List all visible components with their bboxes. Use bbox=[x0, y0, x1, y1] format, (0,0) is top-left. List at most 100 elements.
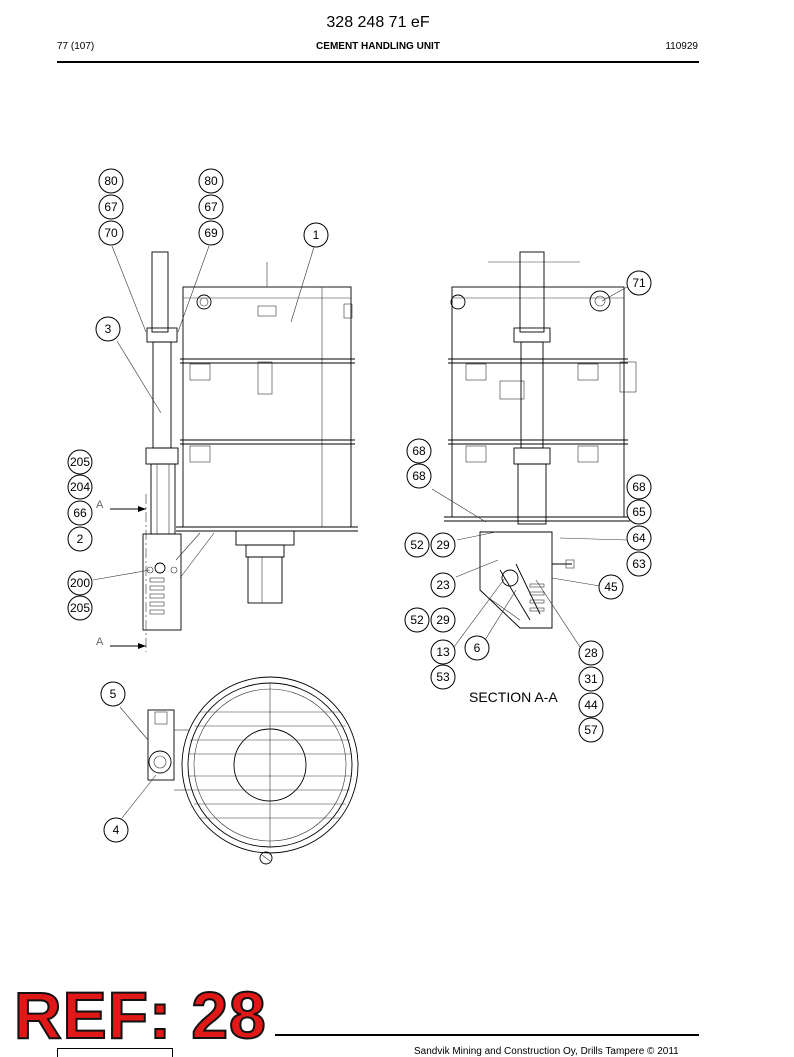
section-marker-a-top: A bbox=[96, 499, 104, 511]
callout-68: 68 bbox=[626, 474, 652, 500]
tank-body bbox=[182, 286, 352, 528]
callout-5: 5 bbox=[100, 681, 126, 707]
callout-number: 28 bbox=[584, 646, 598, 660]
callout-68: 68 bbox=[406, 463, 432, 489]
callout-29: 29 bbox=[430, 607, 456, 633]
callout-circle bbox=[626, 525, 652, 551]
callout-circle bbox=[430, 639, 456, 665]
callout-67: 67 bbox=[198, 194, 224, 220]
callout-circle bbox=[67, 570, 93, 596]
callout-circle bbox=[98, 168, 124, 194]
section-label: SECTION A-A bbox=[469, 689, 558, 705]
callout-number: 3 bbox=[105, 322, 112, 336]
callout-205: 205 bbox=[67, 595, 93, 621]
callout-number: 66 bbox=[73, 506, 87, 520]
callout-number: 69 bbox=[204, 226, 218, 240]
callout-circle bbox=[626, 474, 652, 500]
leader-lines bbox=[92, 245, 628, 819]
callout-number: 23 bbox=[436, 578, 450, 592]
callout-number: 31 bbox=[584, 672, 598, 686]
callout-circle bbox=[430, 532, 456, 558]
callout-number: 13 bbox=[436, 645, 450, 659]
callout-circle bbox=[578, 717, 604, 743]
callout-circle bbox=[406, 438, 432, 464]
chute-section bbox=[479, 531, 553, 629]
callout-31: 31 bbox=[578, 666, 604, 692]
callout-number: 29 bbox=[436, 613, 450, 627]
callout-number: 80 bbox=[104, 174, 118, 188]
callout-2: 2 bbox=[67, 526, 93, 552]
callout-circle bbox=[67, 449, 93, 475]
callout-number: 4 bbox=[113, 823, 120, 837]
callout-number: 63 bbox=[632, 557, 646, 571]
callout-number: 71 bbox=[632, 276, 646, 290]
callout-circle bbox=[95, 316, 121, 342]
mesh-pattern bbox=[188, 711, 352, 819]
callout-71: 71 bbox=[626, 270, 652, 296]
callout-28: 28 bbox=[578, 640, 604, 666]
footer-rule bbox=[275, 1034, 699, 1036]
callout-68: 68 bbox=[406, 438, 432, 464]
callout-circle bbox=[578, 692, 604, 718]
footer-copyright: Sandvik Mining and Construction Oy, Dril… bbox=[414, 1046, 679, 1057]
callout-204: 204 bbox=[67, 474, 93, 500]
callout-number: 67 bbox=[104, 200, 118, 214]
document-title: CEMENT HANDLING UNIT bbox=[316, 41, 440, 52]
callout-number: 53 bbox=[436, 670, 450, 684]
callout-number: 204 bbox=[70, 480, 90, 494]
callout-53: 53 bbox=[430, 664, 456, 690]
reference-stamp: REF: 28 bbox=[13, 978, 267, 1052]
callout-63: 63 bbox=[626, 551, 652, 577]
left-assembly-view: A A bbox=[96, 251, 358, 652]
callout-circle bbox=[303, 222, 329, 248]
callout-29: 29 bbox=[430, 532, 456, 558]
callout-80: 80 bbox=[198, 168, 224, 194]
callout-circle bbox=[98, 220, 124, 246]
callout-57: 57 bbox=[578, 717, 604, 743]
callout-circle bbox=[67, 526, 93, 552]
callout-circle bbox=[464, 635, 490, 661]
callout-number: 29 bbox=[436, 538, 450, 552]
callout-number: 45 bbox=[604, 580, 618, 594]
callout-number: 64 bbox=[632, 531, 646, 545]
callout-circle bbox=[198, 220, 224, 246]
callout-circle bbox=[430, 572, 456, 598]
callout-circle bbox=[98, 194, 124, 220]
callout-circle bbox=[100, 681, 126, 707]
callout-52: 52 bbox=[404, 607, 430, 633]
callout-number: 57 bbox=[584, 723, 598, 737]
callout-circle bbox=[198, 168, 224, 194]
perforated-guard bbox=[149, 577, 165, 615]
callout-circle bbox=[198, 194, 224, 220]
callout-circle bbox=[404, 532, 430, 558]
callout-205: 205 bbox=[67, 449, 93, 475]
callout-number: 65 bbox=[632, 505, 646, 519]
callout-67: 67 bbox=[98, 194, 124, 220]
callout-number: 200 bbox=[70, 576, 90, 590]
callout-4: 4 bbox=[103, 817, 129, 843]
callout-number: 2 bbox=[77, 532, 84, 546]
callout-circle bbox=[626, 499, 652, 525]
callout-circle bbox=[430, 664, 456, 690]
right-section-view: SECTION A-A bbox=[444, 251, 637, 705]
callout-circle bbox=[626, 270, 652, 296]
callout-circle bbox=[598, 574, 624, 600]
callout-number: 67 bbox=[204, 200, 218, 214]
callout-6: 6 bbox=[464, 635, 490, 661]
callout-number: 1 bbox=[313, 228, 320, 242]
callout-circle bbox=[626, 551, 652, 577]
callout-44: 44 bbox=[578, 692, 604, 718]
callout-circle bbox=[406, 463, 432, 489]
callout-3: 3 bbox=[95, 316, 121, 342]
header-rule bbox=[57, 61, 699, 63]
callout-circle bbox=[578, 666, 604, 692]
document-date: 110929 bbox=[665, 41, 698, 52]
page-count: 77 (107) bbox=[57, 41, 95, 52]
section-marker-a-bottom: A bbox=[96, 636, 104, 648]
top-view bbox=[147, 676, 359, 865]
document-number: 328 248 71 eF bbox=[326, 14, 430, 31]
callout-number: 6 bbox=[474, 641, 481, 655]
callout-65: 65 bbox=[626, 499, 652, 525]
callout-80: 80 bbox=[98, 168, 124, 194]
